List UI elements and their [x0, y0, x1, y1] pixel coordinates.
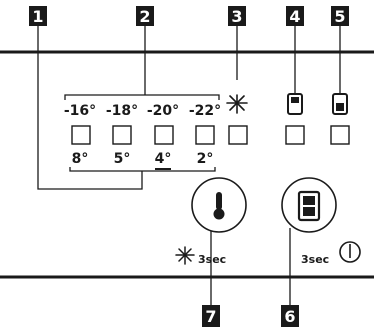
callout-3: 3 — [228, 6, 246, 26]
leader-lines — [37, 26, 341, 305]
power-hold-label: 3sec — [301, 253, 329, 266]
freezer-temp-minus22: -22° — [189, 103, 221, 119]
callout-6: 6 — [281, 305, 299, 327]
compartment-select-icon — [297, 190, 321, 222]
indicator-light — [154, 125, 174, 145]
freezer-door-icon — [287, 93, 303, 115]
indicator-light — [285, 125, 305, 145]
thermometer-icon — [213, 192, 225, 220]
svg-text:7: 7 — [205, 307, 216, 326]
compartment-select-button[interactable] — [281, 177, 337, 233]
snowflake-icon — [226, 94, 248, 114]
callout-7: 7 — [202, 305, 220, 327]
indicator-light — [112, 125, 132, 145]
fast-freeze-snowflake-icon — [175, 246, 195, 265]
fridge-temp-8: 8° — [72, 151, 89, 167]
freezer-temp-minus16: -16° — [64, 103, 96, 119]
freezer-temp-minus18: -18° — [106, 103, 138, 119]
fridge-temp-2: 2° — [197, 151, 214, 167]
svg-text:2: 2 — [139, 7, 150, 26]
svg-text:3: 3 — [231, 7, 242, 26]
fast-freeze-hold-label: 3sec — [198, 253, 226, 266]
fridge-temp-4: 4° — [155, 151, 172, 167]
indicator-light — [71, 125, 91, 145]
callout-5: 5 — [331, 6, 349, 26]
svg-text:4: 4 — [289, 7, 300, 26]
svg-text:6: 6 — [284, 307, 295, 326]
indicator-row — [71, 125, 350, 145]
fridge-door-icon — [332, 93, 348, 115]
callout-4: 4 — [286, 6, 304, 26]
indicator-light — [195, 125, 215, 145]
temperature-button[interactable] — [191, 177, 247, 233]
indicator-light — [228, 125, 248, 145]
svg-text:1: 1 — [32, 7, 43, 26]
freezer-temp-minus20: -20° — [147, 103, 179, 119]
callout-1: 1 — [29, 6, 47, 26]
svg-text:5: 5 — [334, 7, 345, 26]
fridge-temp-5: 5° — [114, 151, 131, 167]
callout-2: 2 — [136, 6, 154, 26]
indicator-light — [330, 125, 350, 145]
power-icon[interactable] — [339, 241, 361, 263]
